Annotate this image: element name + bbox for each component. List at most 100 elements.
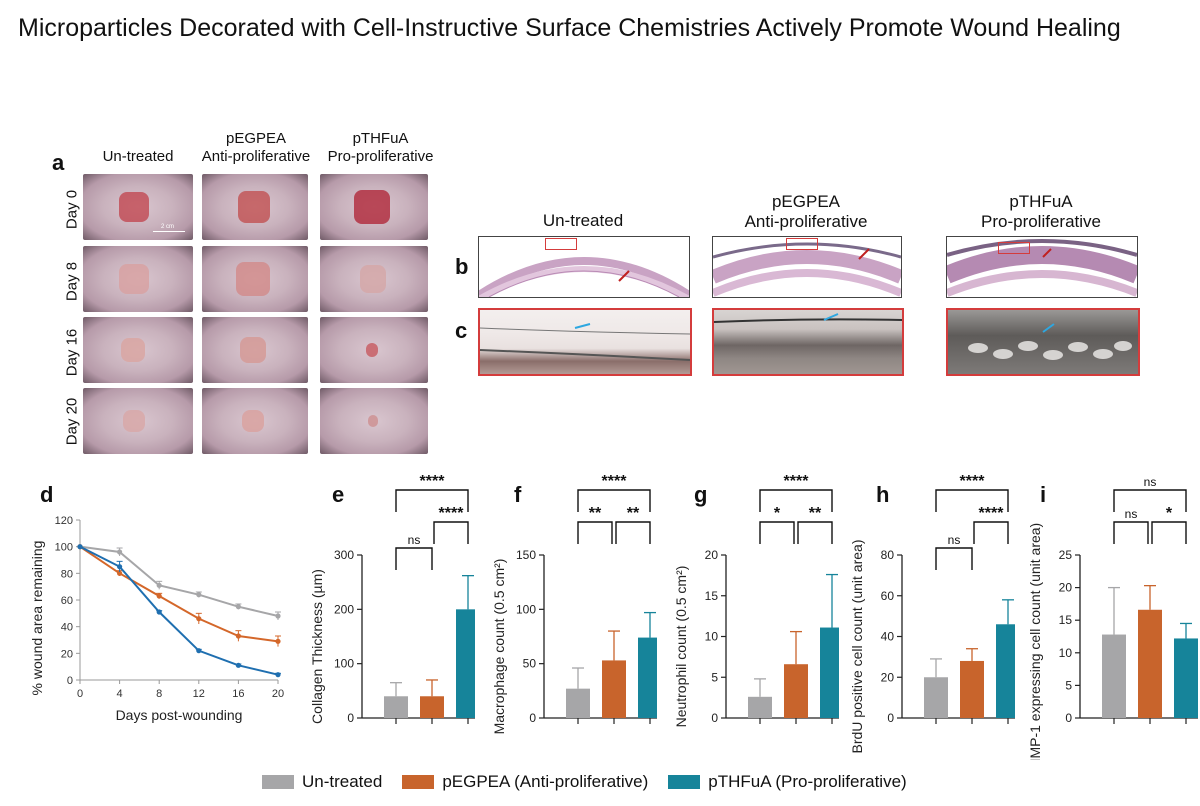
sig-label: **** <box>960 473 986 490</box>
panel-label-e: e <box>332 482 345 507</box>
wound-photo-untreated-day20 <box>83 388 193 454</box>
panel-label-h: h <box>876 482 890 507</box>
panel-a-header-untreated: Un-treated <box>83 130 193 166</box>
sig-label: ns <box>1125 507 1138 521</box>
y-tick-label: 60 <box>881 589 895 603</box>
sig-label: ns <box>948 533 961 547</box>
histology-b-pegpea-image <box>713 242 901 297</box>
sig-label: **** <box>979 505 1005 522</box>
panel-bc-header-pthfua-line2: Pro-proliferative <box>981 212 1101 231</box>
sig-label: **** <box>602 473 628 490</box>
x-tick-label: 4 <box>117 688 123 700</box>
bar-0 <box>1102 634 1126 718</box>
y-tick-label: 120 <box>55 515 73 527</box>
y-tick-label: 300 <box>334 548 354 562</box>
histology-c-pthfua <box>946 308 1140 376</box>
panel-a-header-untreated-line1 <box>83 130 193 148</box>
sig-bracket <box>395 489 469 512</box>
data-point <box>235 662 241 668</box>
series-line-0 <box>79 545 279 617</box>
wound-photo-pegpea-day8 <box>202 246 308 312</box>
y-tick-label: 150 <box>516 548 536 562</box>
y-tick-label: 60 <box>61 595 73 607</box>
bar-2 <box>638 637 657 718</box>
bar-2 <box>820 627 839 718</box>
data-point <box>117 549 123 555</box>
panel-a-header-pegpea-line2: Anti-proliferative <box>201 148 311 165</box>
legend-label-pegpea: pEGPEA (Anti-proliferative) <box>442 772 649 791</box>
panel-bc-header-pthfua: pTHFuA Pro-proliferative <box>946 192 1136 232</box>
histology-b-pegpea <box>712 236 902 298</box>
scale-bar <box>153 231 185 232</box>
row-label-day20: Day 20 <box>63 397 81 446</box>
legend-label-pthfua: pTHFuA (Pro-proliferative) <box>708 772 907 791</box>
data-point <box>235 633 241 639</box>
panel-a-header-pegpea: pEGPEA Anti-proliferative <box>196 130 316 166</box>
figure-title: Microparticles Decorated with Cell-Instr… <box>18 14 1121 42</box>
series-line-1 <box>79 545 279 643</box>
bar-1 <box>1138 609 1162 718</box>
y-axis-label: Macrophage count (0.5 cm²) <box>491 559 507 735</box>
sig-label: ns <box>1144 475 1157 489</box>
bar-2 <box>456 609 475 718</box>
y-tick-label: 10 <box>705 630 719 644</box>
y-tick-label: 100 <box>55 542 73 554</box>
panel-a-header-pthfua-line2: Pro-proliferative <box>327 148 434 165</box>
y-tick-label: 0 <box>887 711 894 725</box>
sig-label: ns <box>408 533 421 547</box>
panel-a-header-pthfua-line1: pTHFuA <box>352 130 409 147</box>
sig-label: ** <box>589 505 602 522</box>
panel-label-a: a <box>52 150 65 175</box>
wound-photo-pthfua-day0 <box>320 174 428 240</box>
bar-0 <box>924 677 948 718</box>
y-tick-label: 20 <box>705 548 719 562</box>
panel-a-header-untreated-line2: Un-treated <box>102 148 174 165</box>
y-tick-label: 100 <box>516 602 536 616</box>
y-tick-label: 200 <box>334 602 354 616</box>
bar-1 <box>420 696 444 718</box>
sig-label: * <box>774 505 781 522</box>
bar-0 <box>566 688 590 718</box>
panel-bc-header-untreated: Un-treated <box>542 211 624 230</box>
y-axis-label: % wound area remaining <box>29 541 45 696</box>
sig-bracket <box>759 521 795 544</box>
panel-bc-header-pegpea: pEGPEA Anti-proliferative <box>712 192 900 232</box>
x-tick-label: 16 <box>232 688 244 700</box>
x-tick-label: 0 <box>77 688 83 700</box>
bar-1 <box>784 664 808 718</box>
wound-photo-untreated-day16 <box>83 317 193 383</box>
y-tick-label: 40 <box>881 630 895 644</box>
sig-label: **** <box>439 505 465 522</box>
y-tick-label: 0 <box>347 711 354 725</box>
bar-2 <box>1174 638 1198 718</box>
wound-photo-untreated-day0: 2 cm <box>83 174 193 240</box>
sig-label: ** <box>627 505 640 522</box>
y-tick-label: 0 <box>67 675 73 687</box>
y-tick-label: 25 <box>1059 548 1073 562</box>
histology-c-untreated <box>478 308 692 376</box>
panel-a-header-pegpea-line1: pEGPEA <box>225 130 287 147</box>
y-axis-label: BrdU positive cell count (unit area) <box>849 540 865 754</box>
panel-label-g: g <box>694 482 708 507</box>
panel-bc-header-pthfua-line1: pTHFuA <box>1009 192 1073 211</box>
y-tick-label: 0 <box>711 711 718 725</box>
sig-bracket <box>577 521 613 544</box>
y-tick-label: 40 <box>61 622 73 634</box>
histology-c-pthfua-image <box>968 323 1132 360</box>
panel-bc-header-pegpea-line2: Anti-proliferative <box>744 212 868 231</box>
legend-swatch-untreated <box>262 775 294 789</box>
x-tick-label: 20 <box>272 688 284 700</box>
series-line-2 <box>79 545 279 676</box>
row-label-day0: Day 0 <box>63 189 81 230</box>
data-point <box>196 648 202 654</box>
x-tick-label: 8 <box>156 688 162 700</box>
histology-b-untreated-image <box>479 257 689 297</box>
x-tick-label: 12 <box>193 688 205 700</box>
wound-photo-untreated-day8 <box>83 246 193 312</box>
data-point <box>156 609 162 615</box>
sig-label: * <box>1166 505 1173 522</box>
data-point <box>275 638 281 644</box>
row-label-day8: Day 8 <box>63 261 81 302</box>
